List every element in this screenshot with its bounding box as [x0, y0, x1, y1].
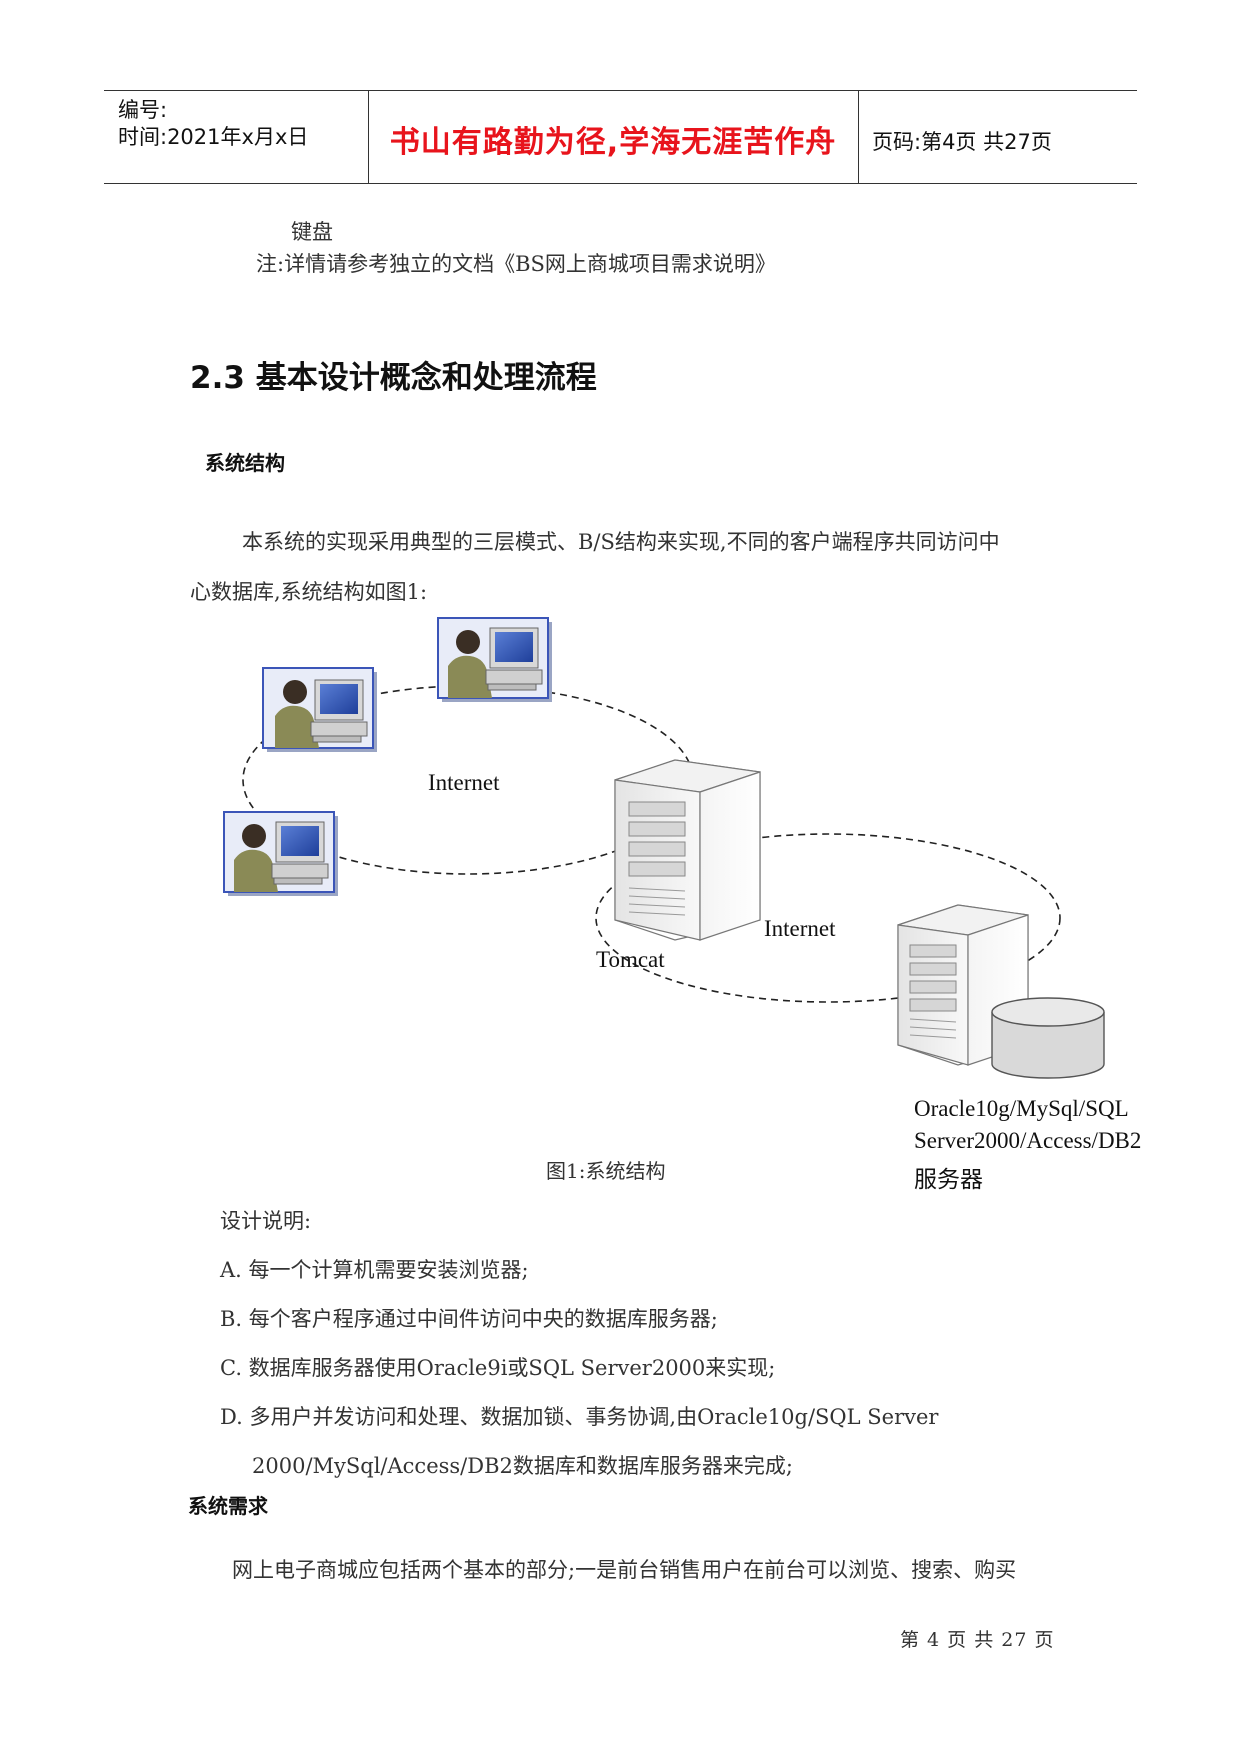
design-item-d-line2: 2000/MySql/Access/DB2数据库和数据库服务器来完成; — [252, 1454, 793, 1478]
header-top-rule — [104, 90, 1137, 91]
internet-label-left: Internet — [428, 770, 500, 795]
server-label: Tomcat — [596, 947, 665, 972]
design-item-a: A. 每一个计算机需要安装浏览器; — [220, 1258, 529, 1282]
section-title: 2.3 基本设计概念和处理流程 — [190, 360, 597, 396]
design-item-c: C. 数据库服务器使用Oracle9i或SQL Server2000来实现; — [220, 1356, 776, 1380]
design-title: 设计说明: — [220, 1209, 312, 1233]
design-item-d-line1: D. 多用户并发访问和处理、数据加锁、事务协调,由Oracle10g/SQL S… — [220, 1405, 939, 1429]
internet-label-right: Internet — [764, 916, 836, 941]
design-item-b: B. 每个客户程序通过中间件访问中央的数据库服务器; — [220, 1307, 718, 1331]
client-computer-icon — [262, 667, 377, 752]
section-paragraph-line2: 心数据库,系统结构如图1: — [190, 580, 428, 604]
intro-line: 键盘 — [291, 220, 333, 244]
intro-note: 注:详情请参考独立的文档《BS网上商城项目需求说明》 — [256, 252, 776, 276]
database-label-line1: Oracle10g/MySql/SQL — [914, 1096, 1129, 1121]
section-subtitle: 系统结构 — [205, 451, 285, 475]
database-label-line2: Server2000/Access/DB2 — [914, 1128, 1142, 1153]
requirements-paragraph: 网上电子商城应包括两个基本的部分;一是前台销售用户在前台可以浏览、搜索、购买 — [232, 1558, 1017, 1582]
header-divider-left — [368, 90, 369, 183]
client-computer-icon — [223, 811, 338, 896]
header-number: 编号: — [118, 98, 168, 122]
page-footer: 第 4 页 共 27 页 — [900, 1629, 1055, 1651]
header-bottom-rule — [104, 183, 1137, 184]
header-motto: 书山有路勤为径,学海无涯苦作舟 — [389, 125, 837, 160]
database-cylinder-icon — [991, 997, 1105, 1079]
server-tower-icon — [614, 759, 761, 941]
header-page: 页码:第4页 共27页 — [872, 130, 1052, 154]
client-computer-icon — [437, 617, 552, 702]
header-divider-right — [858, 90, 859, 183]
header-time: 时间:2021年x月x日 — [118, 125, 309, 149]
figure-caption: 图1:系统结构 — [546, 1159, 666, 1183]
system-architecture-diagram — [223, 617, 1105, 1079]
requirements-title: 系统需求 — [188, 1494, 268, 1518]
section-paragraph-line1: 本系统的实现采用典型的三层模式、B/S结构来实现,不同的客户端程序共同访问中 — [242, 530, 1000, 554]
database-label-line3: 服务器 — [914, 1167, 983, 1192]
network-ellipse-right — [595, 833, 1061, 1003]
